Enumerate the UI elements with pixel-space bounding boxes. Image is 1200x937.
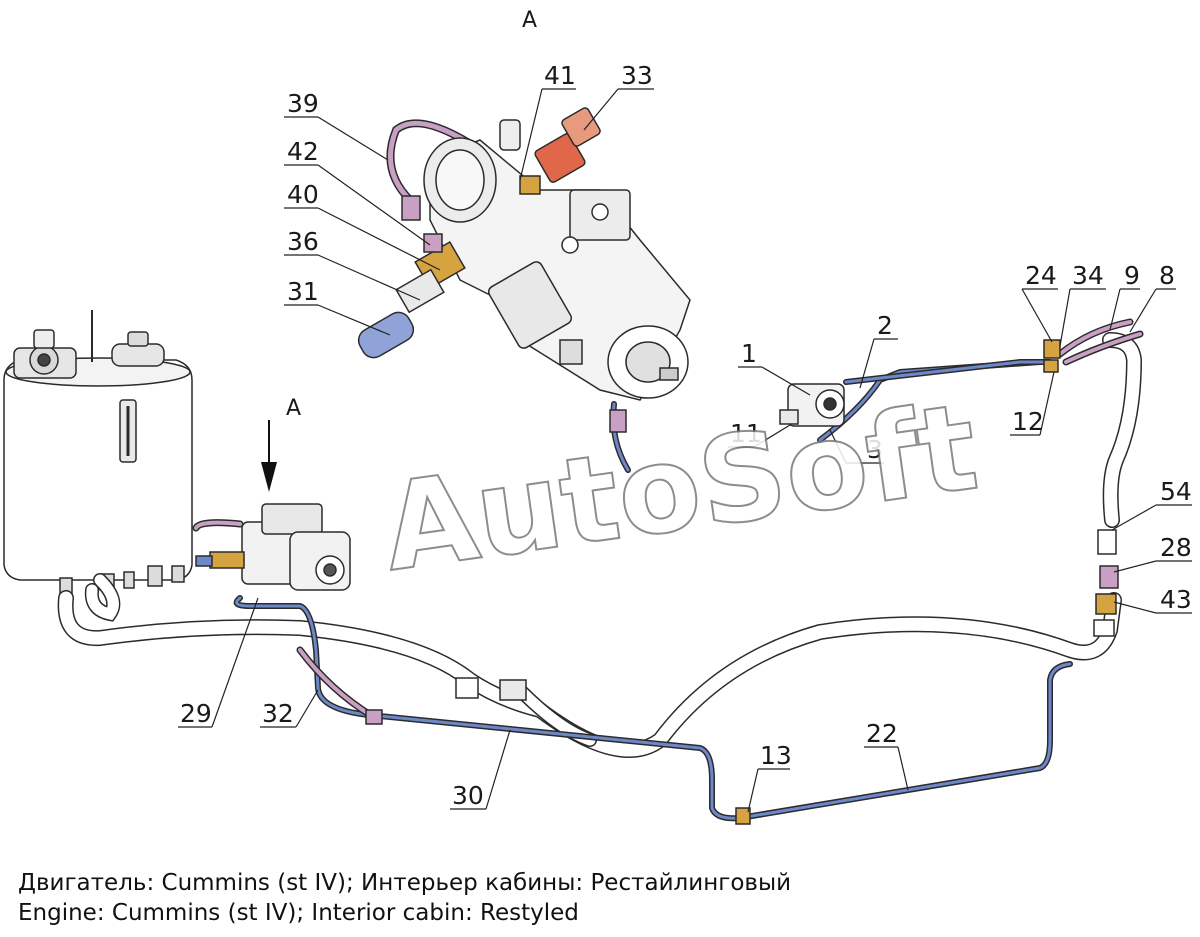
bottom-pump	[195, 503, 351, 591]
leader-8	[1129, 288, 1157, 333]
leader-42	[317, 164, 431, 246]
callout-43: 43	[1160, 585, 1192, 614]
callout-42: 42	[287, 137, 319, 166]
callout-54: 54	[1160, 477, 1192, 506]
callout-8: 8	[1159, 261, 1175, 290]
callout-34: 34	[1072, 261, 1104, 290]
callout-3: 3	[867, 435, 883, 464]
view-label-top: A	[522, 8, 537, 33]
caption-english: Engine: Cummins (st IV); Interior cabin:…	[18, 900, 579, 926]
callout-29: 29	[180, 699, 212, 728]
view-label-arrow: A	[286, 396, 301, 421]
leader-40	[317, 207, 441, 271]
pink-hoses	[192, 119, 1144, 720]
leader-32	[295, 689, 319, 728]
leader-lines	[178, 88, 1192, 813]
valve-block	[779, 383, 845, 427]
leader-24	[1021, 288, 1053, 343]
callout-11: 11	[730, 419, 762, 448]
view-arrow	[261, 420, 277, 492]
caption-russian: Двигатель: Cummins (st IV); Интерьер каб…	[18, 870, 792, 896]
callout-2: 2	[877, 311, 893, 340]
main-hoses	[57, 332, 1143, 758]
leader-2	[859, 338, 875, 389]
leader-13	[747, 768, 759, 813]
leader-9	[1109, 288, 1121, 331]
leader-41	[519, 88, 543, 181]
callout-31: 31	[287, 277, 319, 306]
callout-13: 13	[760, 741, 792, 770]
callout-28: 28	[1160, 533, 1192, 562]
callout-33: 33	[621, 61, 653, 90]
callout-41: 41	[544, 61, 576, 90]
callout-12: 12	[1012, 407, 1044, 436]
leader-43	[1113, 601, 1157, 614]
leader-33	[583, 88, 619, 131]
callout-32: 32	[262, 699, 294, 728]
hydraulic-tank	[3, 310, 193, 597]
callout-9: 9	[1124, 261, 1140, 290]
leader-22	[897, 746, 909, 791]
leader-11	[753, 424, 791, 448]
callout-24: 24	[1025, 261, 1057, 290]
leader-29	[211, 597, 259, 728]
callout-36: 36	[287, 227, 319, 256]
leader-54	[1111, 504, 1157, 531]
leader-1	[761, 366, 811, 396]
callout-1: 1	[741, 339, 757, 368]
leader-31	[317, 304, 391, 336]
leader-3	[829, 429, 847, 464]
leader-36	[317, 254, 421, 301]
callout-30: 30	[452, 781, 484, 810]
leader-30	[485, 729, 511, 810]
leader-34	[1059, 288, 1071, 347]
callout-40: 40	[287, 180, 319, 209]
main-pump	[357, 107, 691, 401]
leader-12	[1039, 371, 1055, 436]
right-fittings	[365, 339, 1119, 825]
leader-28	[1113, 560, 1157, 573]
watermark: AutoSoft	[375, 378, 985, 599]
callout-39: 39	[287, 89, 319, 118]
leader-39	[317, 116, 389, 161]
callout-22: 22	[866, 719, 898, 748]
